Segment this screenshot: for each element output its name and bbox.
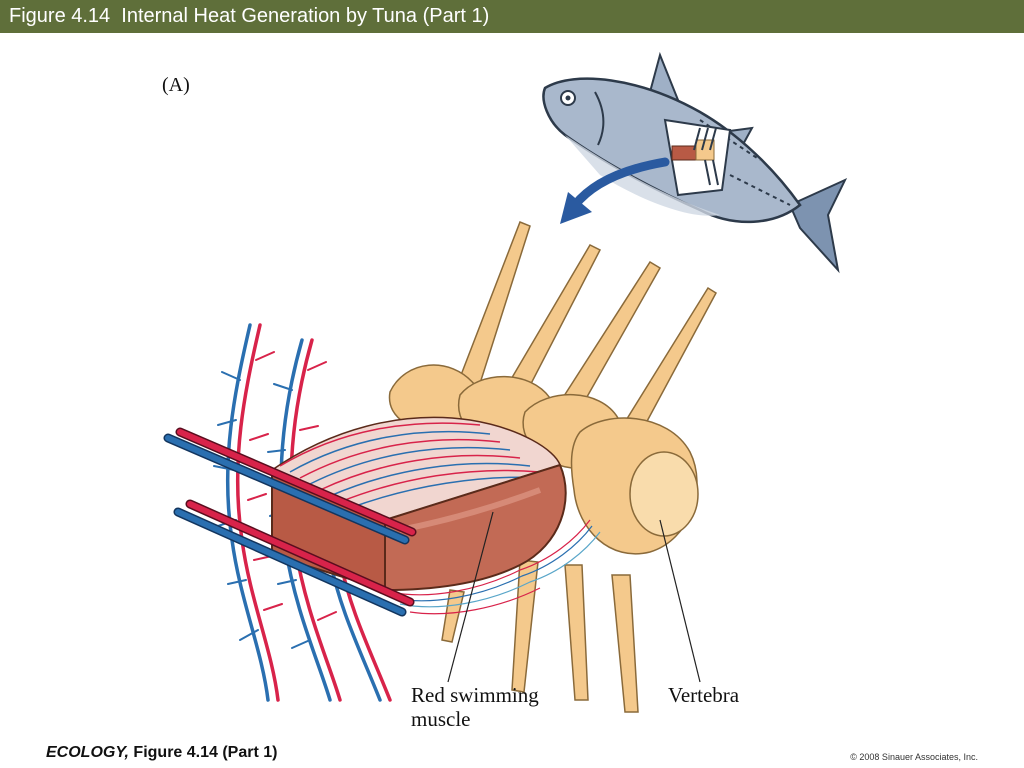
red-swimming-muscle-label: Red swimming muscle <box>411 683 539 731</box>
copyright-notice: © 2008 Sinauer Associates, Inc. <box>850 752 978 762</box>
label-leader-lines <box>447 511 701 683</box>
book-title: ECOLOGY, <box>46 744 129 761</box>
zoom-arrow <box>560 157 670 224</box>
figure-reference: Figure 4.14 (Part 1) <box>128 744 278 761</box>
tuna-illustration <box>542 51 848 274</box>
vertebral-column <box>388 221 717 713</box>
vertebra-label: Vertebra <box>668 683 740 707</box>
title-bar: Figure 4.14 Internal Heat Generation by … <box>0 0 1024 33</box>
panel-label: (A) <box>162 74 190 96</box>
main-blood-vessels <box>163 427 417 617</box>
footer-caption: ECOLOGY, Figure 4.14 (Part 1) <box>46 744 277 762</box>
red-swimming-muscle <box>270 416 601 615</box>
slide-title: Figure 4.14 Internal Heat Generation by … <box>9 5 490 27</box>
